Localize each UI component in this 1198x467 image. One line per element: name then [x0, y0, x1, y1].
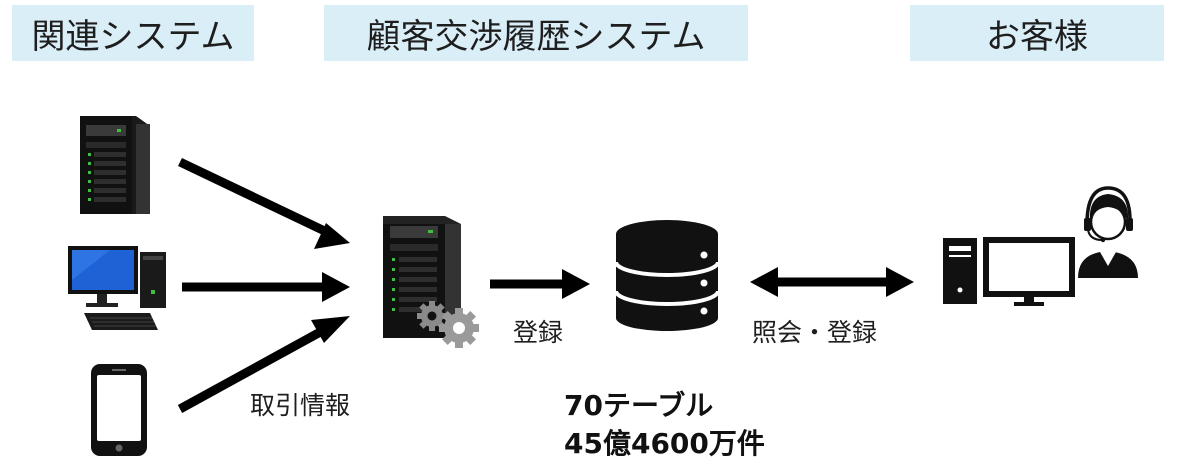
arrow-app-to-database: [490, 269, 590, 299]
label-register: 登録: [513, 318, 564, 347]
smartphone-icon: [91, 364, 147, 456]
header-customer: お客様: [910, 5, 1164, 61]
header-history-system: 顧客交渉履歴システム: [324, 5, 748, 61]
header-related-systems: 関連システム: [12, 5, 254, 61]
call-center-operator-icon: [1078, 186, 1138, 278]
label-inquiry-register: 照会・登録: [752, 318, 878, 347]
stat-table-count: 70テーブル: [564, 389, 714, 422]
arrow-server-to-app: [178, 157, 350, 249]
desktop-pc-icon: [943, 237, 1075, 306]
server-with-gears-icon: [383, 216, 479, 348]
double-arrow-database-customer: [750, 267, 914, 297]
arrow-pc-to-app: [182, 272, 350, 302]
label-transaction-info: 取引情報: [250, 391, 351, 420]
arrow-mobile-to-app: [177, 316, 350, 413]
server-tower-icon: [80, 116, 150, 214]
database-icon: [614, 220, 720, 331]
stat-record-count: 45億4600万件: [564, 427, 765, 460]
desktop-pc-icon: [68, 246, 166, 330]
